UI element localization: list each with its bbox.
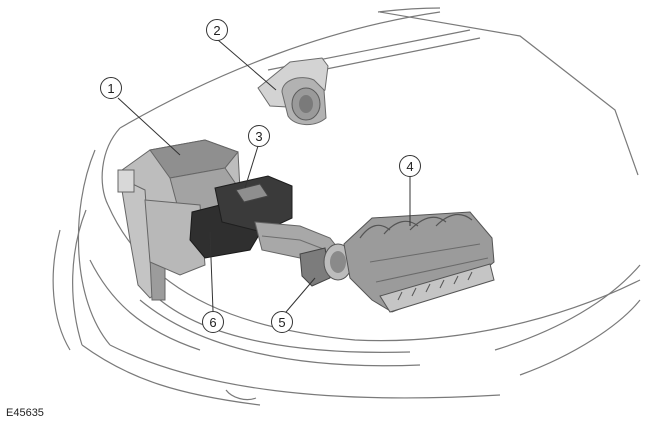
callout-5: 5 (271, 311, 293, 333)
callout-4-label: 4 (406, 159, 413, 174)
figure-code: E45635 (6, 407, 44, 419)
leader-6 (209, 231, 214, 312)
callout-3-label: 3 (255, 129, 262, 144)
callout-4: 4 (399, 155, 421, 177)
leader-3 (244, 145, 259, 189)
callout-6-label: 6 (209, 315, 216, 330)
callout-2-label: 2 (213, 23, 220, 38)
leader-2 (217, 39, 277, 91)
callout-2: 2 (206, 19, 228, 41)
callout-5-label: 5 (278, 315, 285, 330)
upper-housing-component (257, 57, 329, 125)
callout-1: 1 (100, 77, 122, 99)
intake-manifold (343, 211, 495, 313)
callout-1-label: 1 (107, 81, 114, 96)
leader-5 (285, 277, 316, 313)
air-cleaner-assembly (117, 139, 241, 301)
vehicle-body-outline (52, 7, 641, 406)
leader-1 (117, 97, 181, 156)
throttle-body (299, 243, 353, 287)
callout-6: 6 (202, 311, 224, 333)
callout-3: 3 (248, 125, 270, 147)
callout-leaders (117, 39, 411, 313)
